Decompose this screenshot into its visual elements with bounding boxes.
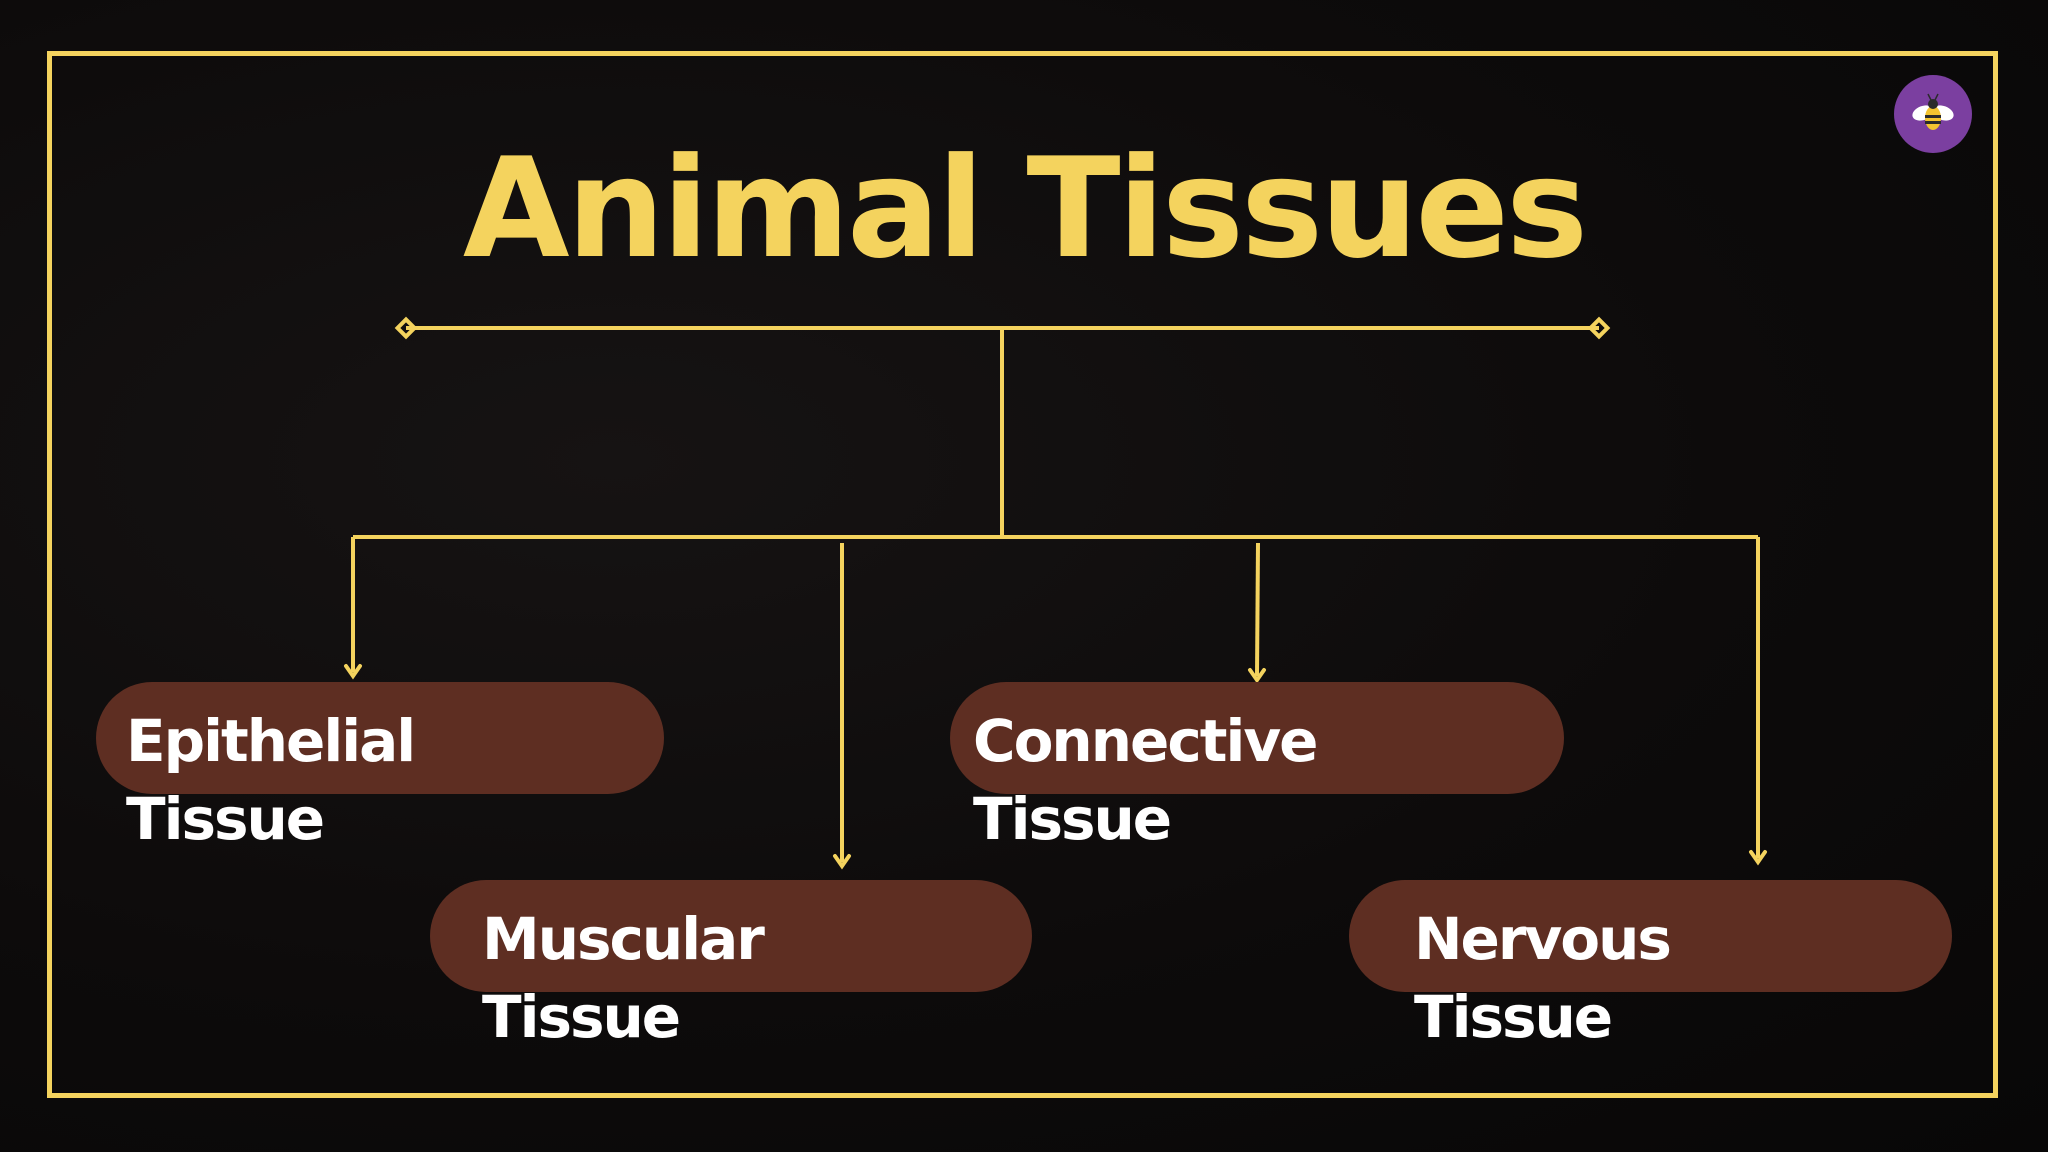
node-subtitle-connective: Tissue <box>973 785 1172 853</box>
arrowhead-muscular <box>833 854 851 870</box>
node-title-connective: Connective <box>973 707 1318 775</box>
arrowhead-epithelial <box>344 664 362 680</box>
node-label-nervous: Nervous Tissue <box>1414 900 1672 1056</box>
diagram-title: Animal Tissues <box>462 128 1588 289</box>
node-title-epithelial: Epithelial <box>126 707 416 775</box>
slide-border <box>47 51 1998 1098</box>
node-subtitle-nervous: Tissue <box>1414 983 1613 1051</box>
node-title-nervous: Nervous <box>1414 905 1672 973</box>
bee-icon <box>1912 93 1954 130</box>
logo-badge <box>1894 75 1972 153</box>
node-pill-epithelial <box>96 682 664 794</box>
node-label-epithelial: Epithelial Tissue <box>126 702 416 858</box>
node-subtitle-epithelial: Tissue <box>126 785 325 853</box>
arrowhead-nervous <box>1749 850 1767 866</box>
node-pill-nervous <box>1349 880 1952 992</box>
node-pill-muscular <box>430 880 1032 992</box>
node-subtitle-muscular: Tissue <box>482 983 681 1051</box>
arrowhead-connective <box>1248 668 1266 684</box>
node-label-muscular: Muscular Tissue <box>482 900 765 1056</box>
node-title-muscular: Muscular <box>482 905 765 973</box>
branch-connective <box>1255 542 1260 677</box>
node-label-connective: Connective Tissue <box>973 702 1318 858</box>
node-pill-connective <box>950 682 1564 794</box>
underline-left-diamond <box>394 316 418 340</box>
underline-right-diamond <box>1587 316 1611 340</box>
